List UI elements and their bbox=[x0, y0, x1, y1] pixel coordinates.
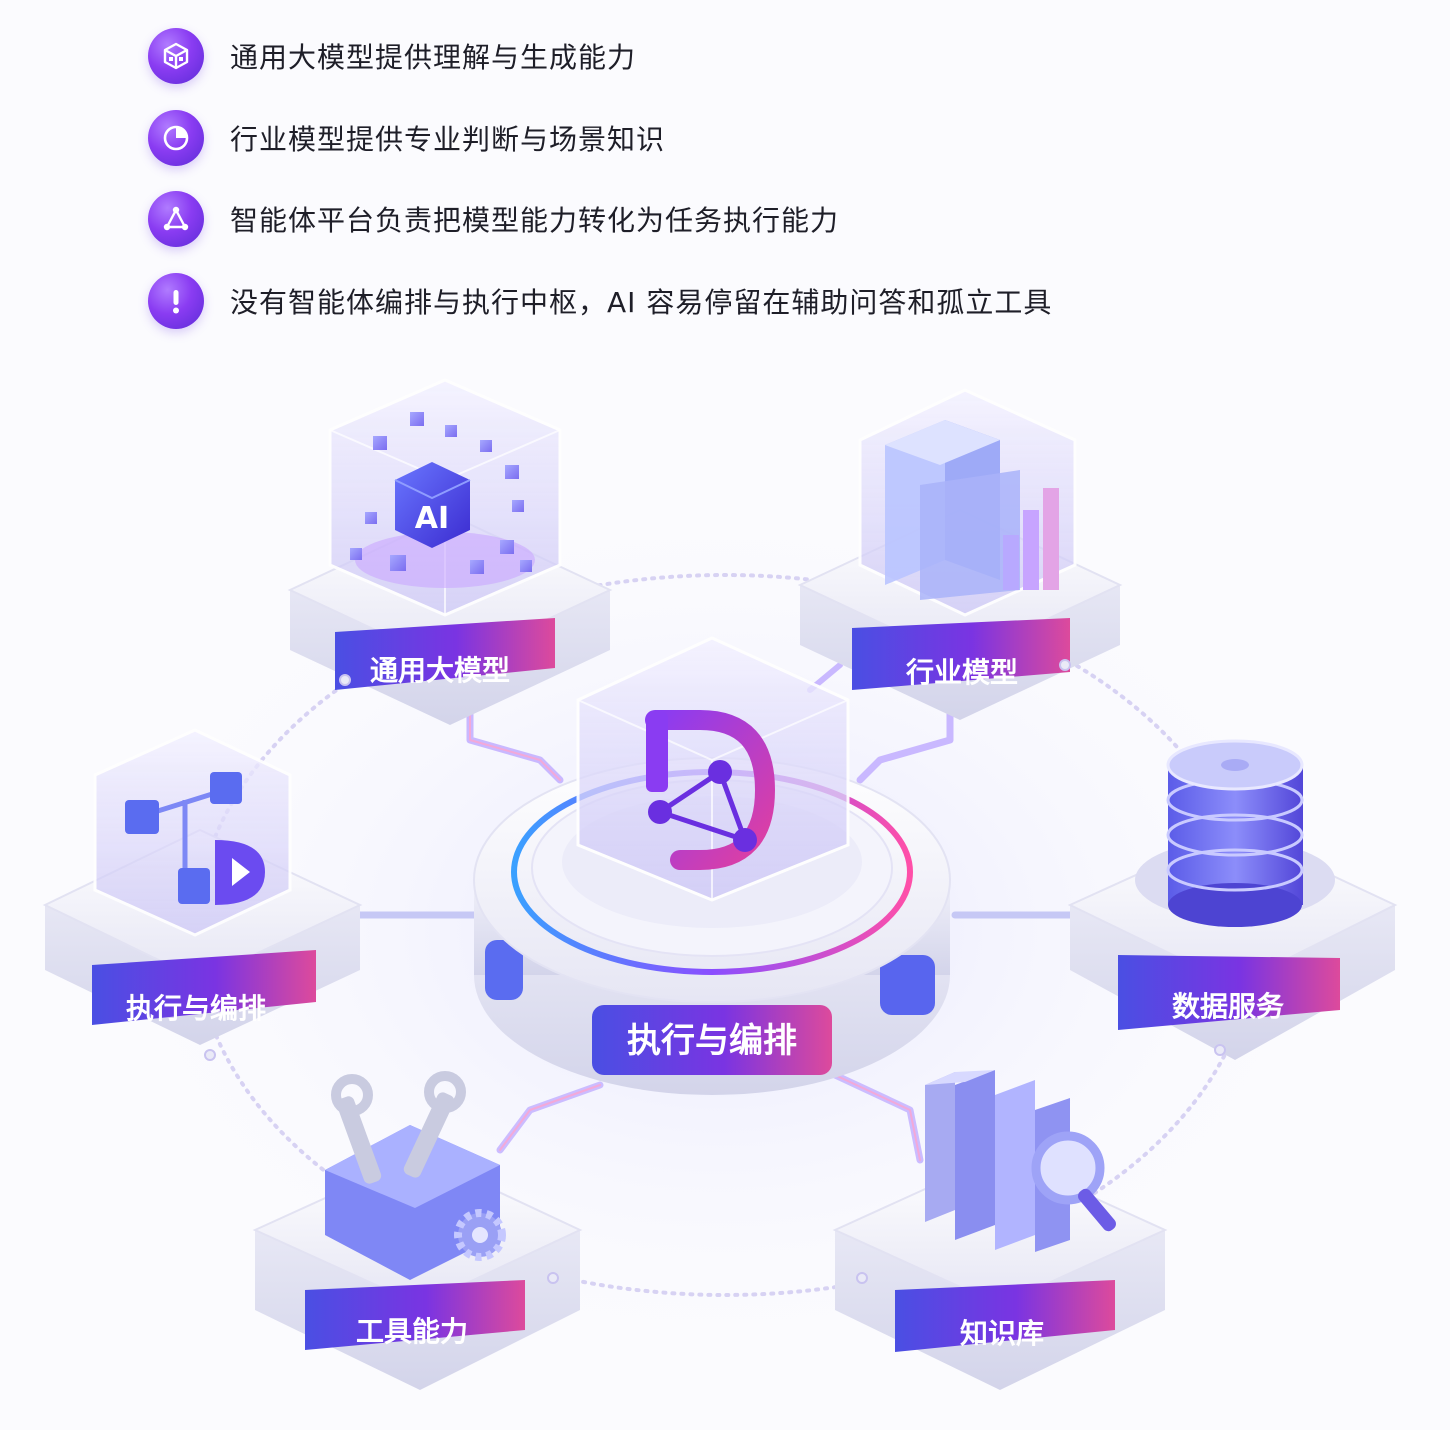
node-general-model[interactable]: AI 通用大模型 bbox=[287, 378, 613, 725]
hub-side-light bbox=[485, 940, 523, 1000]
toolbox-icon bbox=[325, 1071, 500, 1280]
ai-cube-icon: AI bbox=[394, 462, 471, 548]
label-banner bbox=[305, 1280, 525, 1350]
database-icon bbox=[1166, 739, 1304, 927]
label-banner bbox=[92, 950, 316, 1025]
node-label: 通用大模型 bbox=[370, 654, 510, 687]
flow-nodes-icon bbox=[125, 772, 265, 905]
bullet-text: 智能体平台负责把模型能力转化为任务执行能力 bbox=[230, 204, 840, 237]
label-banner bbox=[852, 618, 1070, 690]
buildings-icon bbox=[885, 420, 1020, 600]
bar-chart-icon bbox=[1003, 488, 1059, 590]
bullet-item: 智能体平台负责把模型能力转化为任务执行能力 bbox=[148, 191, 839, 247]
label-banner bbox=[335, 618, 555, 690]
books-icon bbox=[925, 1070, 1070, 1252]
bullet-item: 通用大模型提供理解与生成能力 bbox=[148, 28, 636, 84]
bullet-item: 行业模型提供专业判断与场景知识 bbox=[148, 110, 665, 166]
node-label: 数据服务 bbox=[1172, 990, 1284, 1023]
hub-side-light bbox=[880, 955, 935, 1015]
center-hub[interactable]: 执行与编排 bbox=[473, 636, 951, 1095]
triangle-nodes-icon bbox=[148, 191, 204, 247]
center-label-banner bbox=[592, 1005, 832, 1075]
label-banner bbox=[1118, 955, 1340, 1030]
glass-cube bbox=[93, 728, 292, 937]
gear-icon bbox=[454, 1209, 506, 1261]
label-banner bbox=[895, 1280, 1115, 1352]
node-label: 执行与编排 bbox=[126, 992, 266, 1025]
node-label: 工具能力 bbox=[356, 1315, 468, 1348]
node-data-service[interactable]: 数据服务 bbox=[1067, 739, 1398, 1060]
center-label: 执行与编排 bbox=[627, 1021, 797, 1061]
cube-network-icon bbox=[148, 28, 204, 84]
magnifier-icon bbox=[1031, 1131, 1116, 1232]
connector-endpoints bbox=[204, 659, 1226, 1284]
bullet-item: 没有智能体编排与执行中枢，AI 容易停留在辅助问答和孤立工具 bbox=[148, 273, 1052, 329]
node-tools[interactable]: 工具能力 bbox=[252, 1071, 583, 1390]
ai-cube-text: AI bbox=[415, 501, 449, 536]
bullet-text: 通用大模型提供理解与生成能力 bbox=[230, 41, 637, 74]
node-industry-model[interactable]: 行业模型 bbox=[797, 388, 1123, 720]
pie-chart-icon bbox=[148, 110, 204, 166]
bullet-text: 没有智能体编排与执行中枢，AI 容易停留在辅助问答和孤立工具 bbox=[230, 286, 1053, 319]
node-orchestration[interactable]: 执行与编排 bbox=[42, 728, 363, 1045]
hub-connectors bbox=[356, 662, 1079, 1164]
node-knowledge[interactable]: 知识库 bbox=[832, 1070, 1168, 1390]
node-label: 行业模型 bbox=[905, 656, 1018, 689]
floating-cubes bbox=[350, 412, 532, 574]
node-label: 知识库 bbox=[960, 1317, 1044, 1350]
exclamation-icon bbox=[148, 273, 204, 329]
d-logo-icon bbox=[645, 710, 776, 870]
bullet-text: 行业模型提供专业判断与场景知识 bbox=[230, 123, 666, 156]
